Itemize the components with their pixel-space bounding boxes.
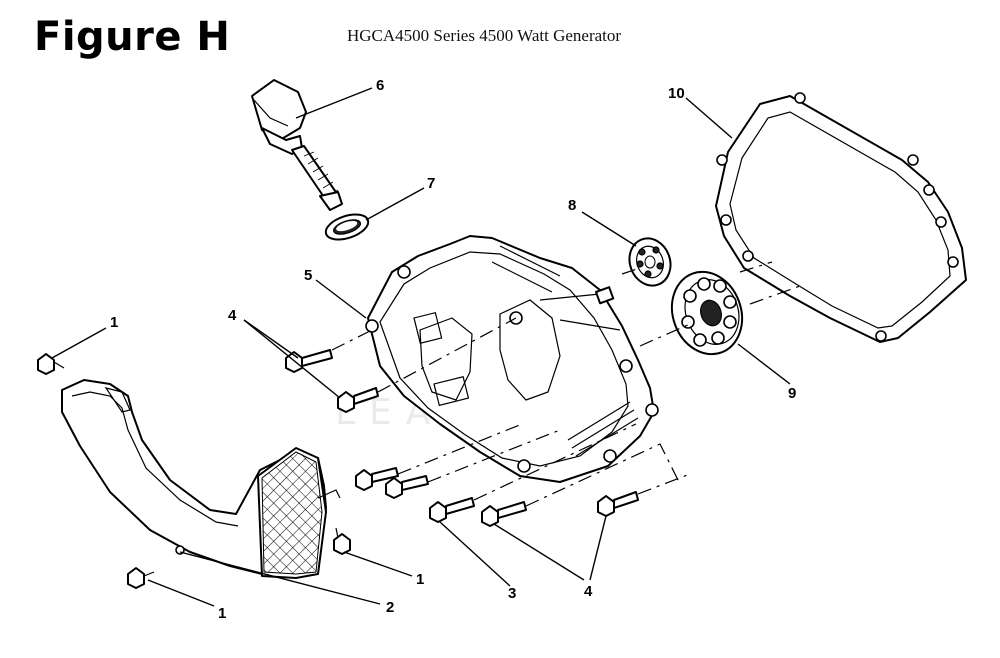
- figure-subtitle: HGCA4500 Series 4500 Watt Generator: [347, 26, 622, 45]
- oil-dipstick-part-6: [251, 79, 343, 211]
- large-bearing-part-9: [670, 270, 744, 356]
- callout-4-upper: 4: [228, 307, 237, 324]
- screw-part-1-lower-left: [127, 567, 155, 589]
- alignment-lines: [331, 261, 801, 507]
- bolt-part-4-lower-a: [355, 467, 399, 491]
- callout-1-lower-left: 1: [218, 605, 226, 622]
- callout-7: 7: [427, 175, 435, 192]
- lower-shroud-part-2: [61, 379, 341, 579]
- crankcase-cover-part-5: [365, 235, 659, 483]
- callout-2: 2: [386, 599, 394, 616]
- bolt-part-4-bottom-b: [597, 491, 639, 517]
- callout-5: 5: [304, 267, 312, 284]
- gasket-part-10: [715, 92, 967, 343]
- figure-title: Figure H: [34, 14, 231, 60]
- seal-part-7: [324, 213, 370, 241]
- callout-3: 3: [508, 585, 516, 602]
- callout-8: 8: [568, 197, 576, 214]
- callout-1-right: 1: [416, 571, 424, 588]
- bolt-part-4-mid: [337, 387, 379, 413]
- small-bearing-part-8: [628, 237, 672, 287]
- bolt-part-4-upper: [285, 349, 333, 373]
- screw-part-1-upper-left: [37, 353, 65, 375]
- screw-part-1-right: [333, 527, 351, 555]
- callout-1-upper-left: 1: [110, 314, 118, 331]
- bolt-part-4-lower-b: [385, 475, 429, 499]
- callout-6: 6: [376, 77, 384, 94]
- bolt-part-4-bottom-a: [481, 501, 527, 527]
- bolt-part-3: [429, 497, 475, 523]
- callout-10: 10: [668, 85, 685, 102]
- callout-9: 9: [788, 385, 796, 402]
- leader-lines: [51, 87, 791, 607]
- callout-4-lower: 4: [584, 583, 593, 600]
